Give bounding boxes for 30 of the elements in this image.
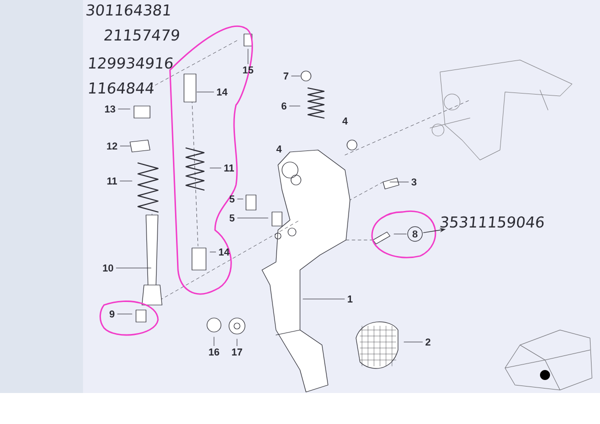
leader-line — [118, 108, 130, 110]
callout-number: 2 — [426, 338, 430, 346]
callout-number: 9 — [110, 310, 114, 318]
callout-number: 12 — [107, 142, 118, 150]
leader-line — [237, 198, 244, 200]
callout-number: 13 — [105, 105, 116, 113]
callout-number: 11 — [224, 164, 234, 172]
callout-number: 14 — [219, 248, 230, 256]
handwritten-number: 21157479 — [104, 29, 180, 41]
handwritten-number: 1164844 — [89, 82, 154, 94]
callout-number: 4 — [342, 118, 348, 124]
callout-number: 7 — [284, 72, 288, 80]
handwritten-number: 301164381 — [86, 4, 170, 16]
callout-number: 10 — [103, 264, 114, 272]
callout-number: 4 — [276, 146, 282, 152]
leader-line — [302, 298, 345, 300]
handwritten-number: 129934916 — [89, 57, 172, 69]
callout-number: 11 — [107, 178, 117, 184]
callout-number: 5 — [230, 214, 234, 222]
leader-line — [120, 180, 132, 182]
handwritten-number: 35311159046 — [440, 216, 544, 228]
callout-number: 1 — [348, 296, 352, 302]
callout-number: 5 — [230, 196, 234, 202]
callout-number: 14 — [217, 88, 228, 96]
callout-number: 3 — [411, 178, 416, 186]
leader-line — [236, 338, 238, 346]
callout-number: 6 — [282, 102, 286, 110]
callout-number: 8 — [407, 226, 423, 242]
callout-number: 17 — [232, 348, 242, 356]
callout-number: 16 — [209, 348, 220, 356]
